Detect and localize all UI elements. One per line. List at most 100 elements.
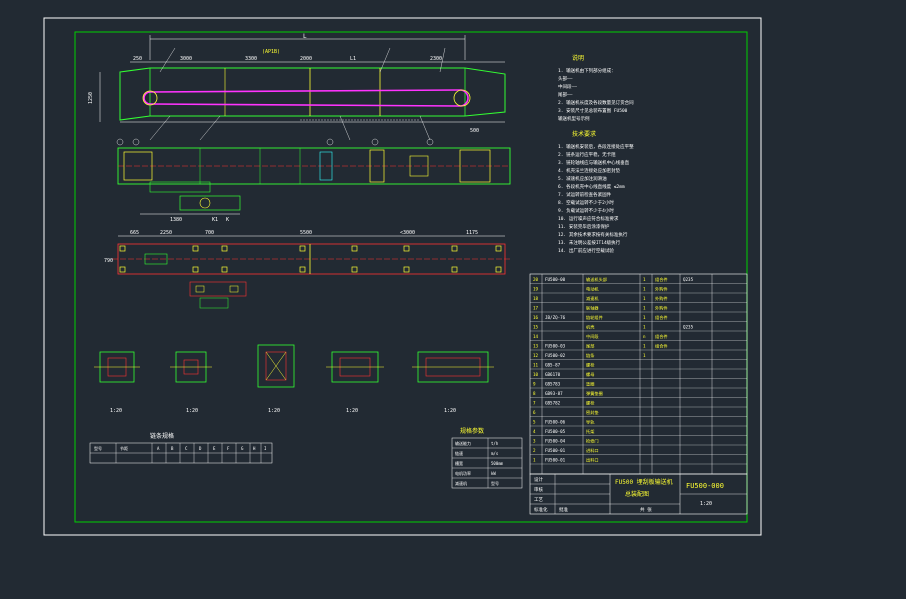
bom-row-14-col-2: 密封垫 [586,409,599,416]
tech-3: 4. 机壳法兰连接处应加密封垫 [558,167,621,174]
bom-row-8-col-0: 12 [533,353,539,358]
tech-8: 9. 负载试运转不少于4小时 [558,207,614,214]
dim-790: 790 [104,258,113,264]
bom-row-1-col-0: 19 [533,287,539,292]
side-elevation-view: L 250 3000 3300 2000 L1 2300 (AP1B) 1250… [88,33,506,141]
drawing-sub: 总装配图 [625,490,649,498]
bom-row-5-col-3: 1 [643,325,646,330]
model-col-7: F [227,446,230,451]
notes-title: 说明 [572,54,584,62]
bom-row-17-col-1: FU500-04 [545,439,566,444]
bom-row-4-col-1: JB/ZQ-76 [545,315,566,320]
tech-13: 14. 出厂前应进行空载试验 [558,247,614,254]
bom-row-17-col-0: 3 [533,439,536,444]
bom-row-14-col-0: 6 [533,410,536,415]
chain-model-table: 链条规格 型号 节距 A B C D E F G H I [89,432,273,464]
bom-row-6-col-0: 14 [533,334,539,339]
note-intro-6: 输送机型号示例 [558,115,590,122]
dim-3300: 3300 [245,56,257,62]
bom-row-8-col-3: 1 [643,353,646,358]
tech-7: 8. 空载试运转不少于2小时 [558,199,614,206]
bom-row-2-col-2: 减速机 [586,295,599,302]
bom-row-7-col-2: 尾部 [586,343,594,350]
model-col-6: E [213,446,216,451]
bom-row-3-col-3: 1 [643,306,646,311]
tech-title: 技术要求 [572,130,596,138]
bom-row-12-col-0: 8 [533,391,536,396]
tail-sprocket [142,90,158,106]
dim-1175: 1175 [466,230,478,236]
bom-row-15-col-2: 导轨 [586,419,595,426]
tech-4: 5. 减速机应加注润滑油 [558,175,607,182]
code-ap1b: (AP1B) [262,49,280,55]
dim-overall-length: L [303,33,307,40]
bom-row-4-col-2: 链轮组件 [586,314,603,321]
bom-row-13-col-2: 螺栓 [586,400,595,407]
bom-row-12-col-2: 弹簧垫圈 [586,390,603,397]
bom-row-3-col-4: 外购件 [655,305,668,312]
tech-1: 2. 链条运行应平稳，无卡阻 [558,151,616,158]
tech-9: 10. 运行噪声应符合标准要求 [558,215,619,222]
bom-row-10-col-0: 10 [533,372,539,377]
bom-row-0-col-0: 20 [533,277,539,282]
bom-row-2-col-4: 外购件 [655,295,668,302]
bom-row-11-col-1: GB5783 [545,382,561,387]
param-0-name: 输送能力 [455,440,471,446]
bom-row-7-col-1: FU500-03 [545,344,566,349]
param-3-name: 电机功率 [455,470,471,476]
param-0-val: t/h [491,441,499,446]
note-intro-5: 3. 安装尺寸见总装布置图 FU500 [558,107,628,114]
bom-row-5-col-2: 机壳 [586,324,595,331]
model-col-3: B [171,446,174,451]
note-intro-3: 尾部—— [558,91,573,98]
tech-11: 12. 其余技术要求按有关标准执行 [558,231,628,238]
bom-row-15-col-0: 5 [533,420,536,425]
bom-row-4-col-3: 1 [643,315,646,320]
note-intro-0: 1. 输送机由下列部分组成： [558,67,616,74]
bom-row-5-col-5: Q235 [683,325,694,330]
bom-row-10-col-1: GB6170 [545,372,561,377]
model-col-1: 节距 [120,446,128,451]
bom-row-11-col-0: 9 [533,382,536,387]
tb-cell-4: 批准 [559,506,568,513]
bom-row-13-col-0: 7 [533,401,536,406]
tech-6: 7. 试运转前检查各紧固件 [558,191,612,198]
model-col-9: H [253,446,256,451]
tb-cell-1: 审核 [534,486,543,493]
bom-row-9-col-0: 11 [533,363,539,368]
note-intro-4: 2. 输送机长度及各段数量见订货合同 [558,99,634,106]
bom-row-6-col-4: 组合件 [655,333,668,340]
dim-700: 700 [205,230,214,236]
note-intro-1: 头部—— [558,75,573,82]
section-e: 1:20 [412,351,494,414]
param-3-val: kW [491,471,496,476]
bom-row-0-col-1: FU500-00 [545,277,566,282]
bom-row-0-col-5: Q235 [683,277,694,282]
param-1-val: m/s [491,451,499,456]
tb-sheet: 共 张 [640,506,652,513]
bom-row-16-col-2: 托架 [586,428,594,435]
bom-row-19-col-1: FU500-01 [545,458,566,463]
bom-row-7-col-3: 1 [643,344,646,349]
note-intro-2: 中间段—— [558,83,577,90]
dim-1380: 1380 [170,217,182,223]
bom-row-0-col-3: 1 [643,277,646,282]
dim-665: 665 [130,230,139,236]
head-sprocket [453,89,471,107]
model-col-8: G [241,446,244,451]
bom-row-0-col-2: 输送机头部 [586,276,607,283]
bom-row-7-col-0: 13 [533,344,539,349]
bom-row-4-col-0: 16 [533,315,539,320]
section-c-scale: 1:20 [268,408,280,414]
dim-2250: 2250 [160,230,172,236]
tech-2: 3. 链轮轴线应与输送机中心线垂直 [558,159,630,166]
notes-block: 说明 1. 输送机由下列部分组成： 头部—— 中间段—— 尾部—— 2. 输送机… [558,54,634,254]
section-b-scale: 1:20 [186,408,198,414]
bom-row-2-col-3: 1 [643,296,646,301]
bom-row-18-col-0: 2 [533,448,536,453]
tb-cell-2: 工艺 [534,497,543,503]
bom-row-9-col-2: 螺栓 [586,362,595,369]
bom-row-1-col-2: 电动机 [586,286,599,293]
param-2-name: 槽宽 [455,460,463,466]
